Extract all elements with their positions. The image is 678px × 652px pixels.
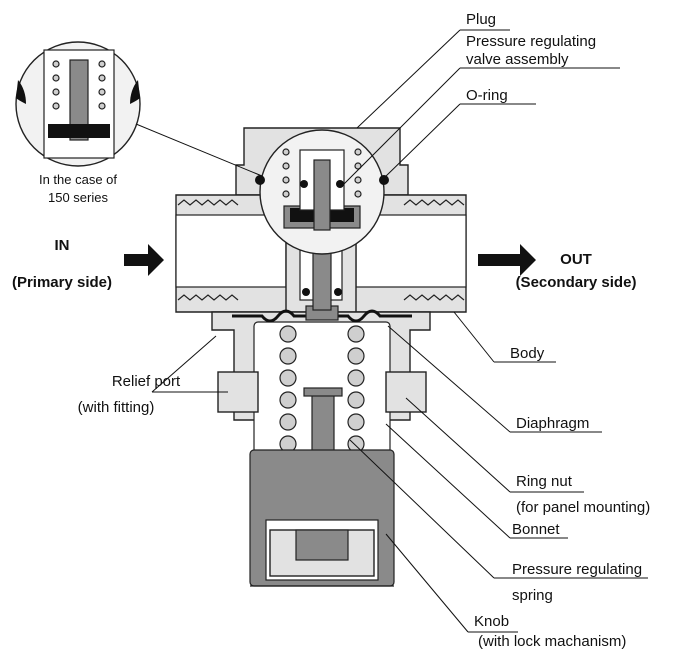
in-arrow xyxy=(124,244,164,276)
label-primary-side: (Primary side) xyxy=(12,274,112,291)
label-secondary-side: (Secondary side) xyxy=(516,274,637,291)
inset-150-series xyxy=(15,41,141,167)
label-relief-port: Relief port xyxy=(112,373,181,390)
knob xyxy=(249,449,395,587)
label-oring: O-ring xyxy=(466,87,508,104)
label-ring-nut-panel: (for panel mounting) xyxy=(516,499,650,516)
label-out: OUT xyxy=(560,251,592,268)
label-diaphragm: Diaphragm xyxy=(516,415,589,432)
out-arrow xyxy=(478,244,536,276)
label-ring-nut: Ring nut xyxy=(516,473,573,490)
label-assembly-line2: valve assembly xyxy=(466,51,569,68)
pressure-regulating-spring xyxy=(279,325,365,475)
label-case-line1: In the case of xyxy=(39,172,117,187)
label-plug: Plug xyxy=(466,11,496,28)
label-knob-lock: (with lock machanism) xyxy=(478,633,626,650)
label-assembly-line1: Pressure regulating xyxy=(466,33,596,50)
label-body: Body xyxy=(510,345,545,362)
label-spring-line2: spring xyxy=(512,587,553,604)
label-knob: Knob xyxy=(474,613,509,630)
label-in: IN xyxy=(55,237,70,254)
label-spring-line1: Pressure regulating xyxy=(512,561,642,578)
label-relief-fitting: (with fitting) xyxy=(78,399,155,416)
plug-assembly-detail xyxy=(255,129,389,255)
label-bonnet: Bonnet xyxy=(512,521,560,538)
label-case-line2: 150 series xyxy=(48,190,108,205)
